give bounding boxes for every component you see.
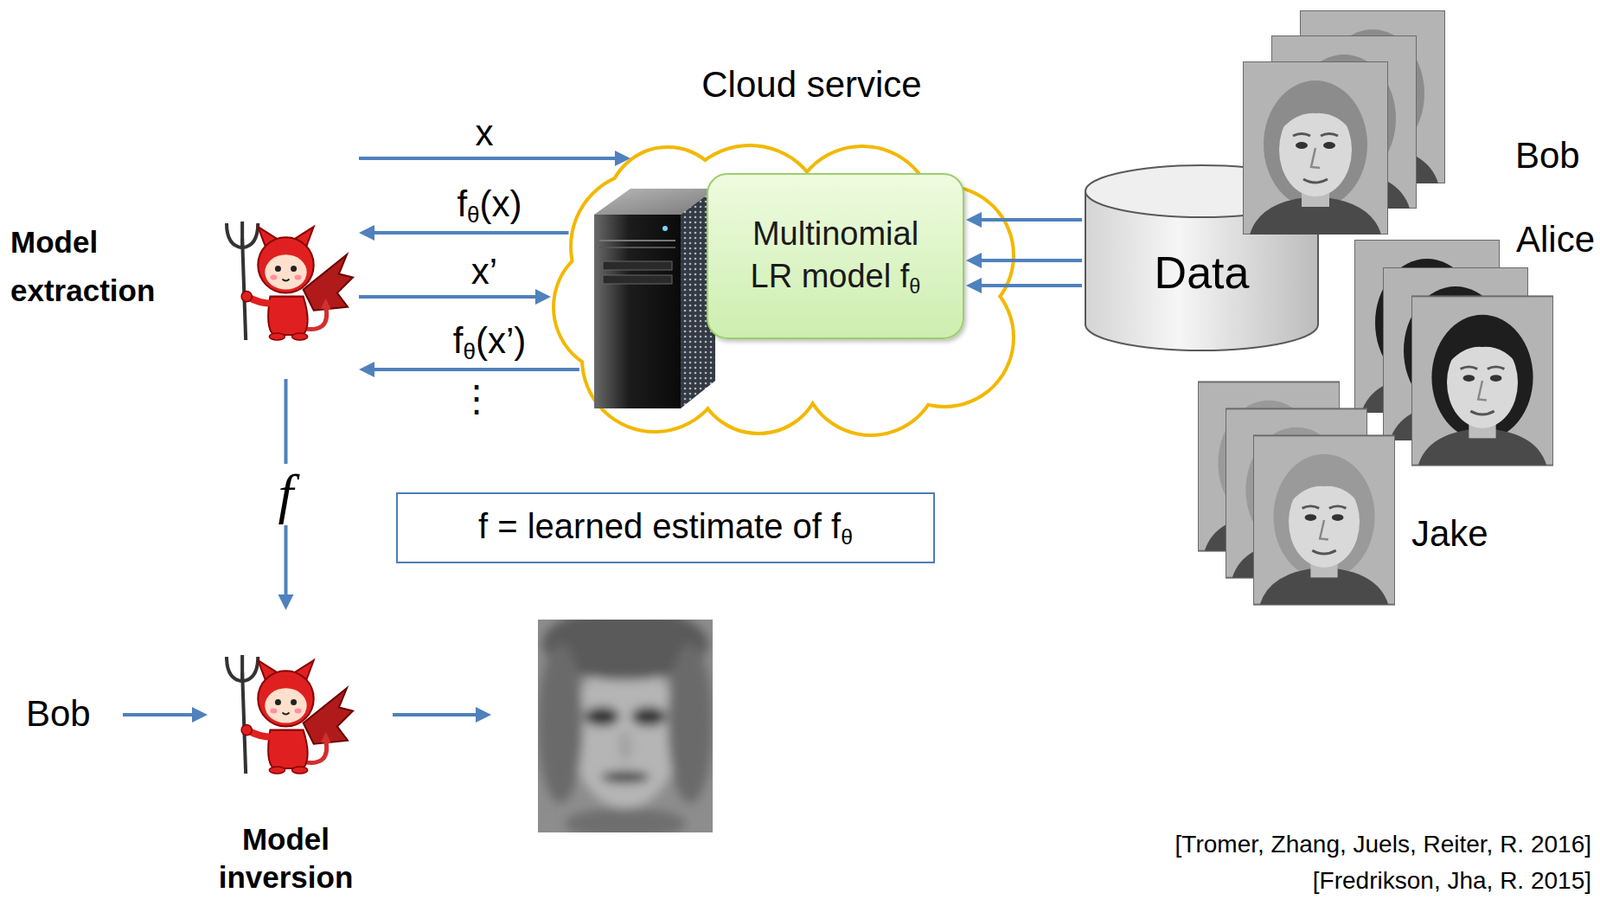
model-box: Multinomial LR model fθ: [706, 172, 965, 340]
subscript: θ: [462, 338, 475, 365]
ellipsis-mark: ⋮: [450, 377, 503, 421]
citation: [Tromer, Zhang, Juels, Reiter, R. 2016]: [864, 828, 1592, 860]
label-holder: Model extraction: [10, 217, 201, 315]
subscript: θ: [467, 201, 480, 228]
edge-label: fθ(x’): [394, 320, 585, 365]
attacker-role: Model inversion: [179, 819, 392, 896]
server-icon: [594, 188, 716, 409]
label-holder: Alice: [1427, 217, 1595, 262]
label-holder: [Fredrikson, Jha, R. 2015]: [864, 864, 1592, 896]
edge-label: fθ(x): [394, 183, 585, 229]
attacker-figure: Model inversion: [214, 609, 358, 779]
devil-icon: [214, 219, 358, 342]
region-title: Cloud service: [576, 63, 1047, 107]
devil-icon: [214, 652, 358, 775]
person-name: Alice: [1427, 217, 1595, 262]
input-arrow: [122, 706, 208, 723]
connector-arrow: [358, 224, 570, 241]
box-label: Multinomial LR model fθ: [742, 212, 928, 301]
label-holder: Model inversion: [179, 819, 392, 896]
target-name: Bob: [25, 691, 122, 736]
face-photo: [1253, 435, 1396, 604]
edge-label: f: [271, 463, 301, 525]
citation: [Fredrikson, Jha, R. 2015]: [864, 864, 1592, 896]
connector-arrow: [358, 150, 631, 167]
person-name: Bob: [1515, 134, 1598, 178]
face-photo: [1411, 295, 1554, 465]
label-holder: ⋮: [450, 377, 503, 421]
database-label: Data: [1154, 245, 1250, 300]
output-arrow: [392, 706, 492, 723]
label-holder: Bob: [25, 691, 122, 736]
label-holder: Bob: [1515, 134, 1598, 178]
subscript: θ: [908, 275, 921, 298]
label-holder: Cloud service: [576, 63, 1047, 107]
subscript: θ: [840, 524, 853, 549]
label-holder: fθ(x): [394, 183, 585, 229]
cloud-region: Cloud serviceMultinomial LR model fθ: [550, 142, 1021, 439]
face-photo: [1242, 61, 1389, 235]
label-holder: x’: [389, 250, 580, 293]
attacker-figure: Model extraction: [214, 147, 358, 379]
definition-box: f = learned estimate of fθ: [396, 492, 935, 564]
edge-label: x’: [389, 250, 580, 293]
edge-label: x: [389, 112, 580, 154]
attacker-role: Model extraction: [10, 217, 201, 315]
person-name: Jake: [1411, 512, 1585, 556]
label-holder: fθ(x’): [394, 320, 585, 365]
label-holder: Jake: [1411, 512, 1585, 556]
label-holder: [Tromer, Zhang, Juels, Reiter, R. 2016]: [864, 828, 1592, 860]
reconstructed-face: [537, 607, 713, 839]
connector-arrow: [358, 288, 551, 305]
label-holder: x: [389, 112, 580, 154]
definition-text: f = learned estimate of fθ: [478, 505, 853, 551]
label-holder: f: [271, 463, 301, 525]
